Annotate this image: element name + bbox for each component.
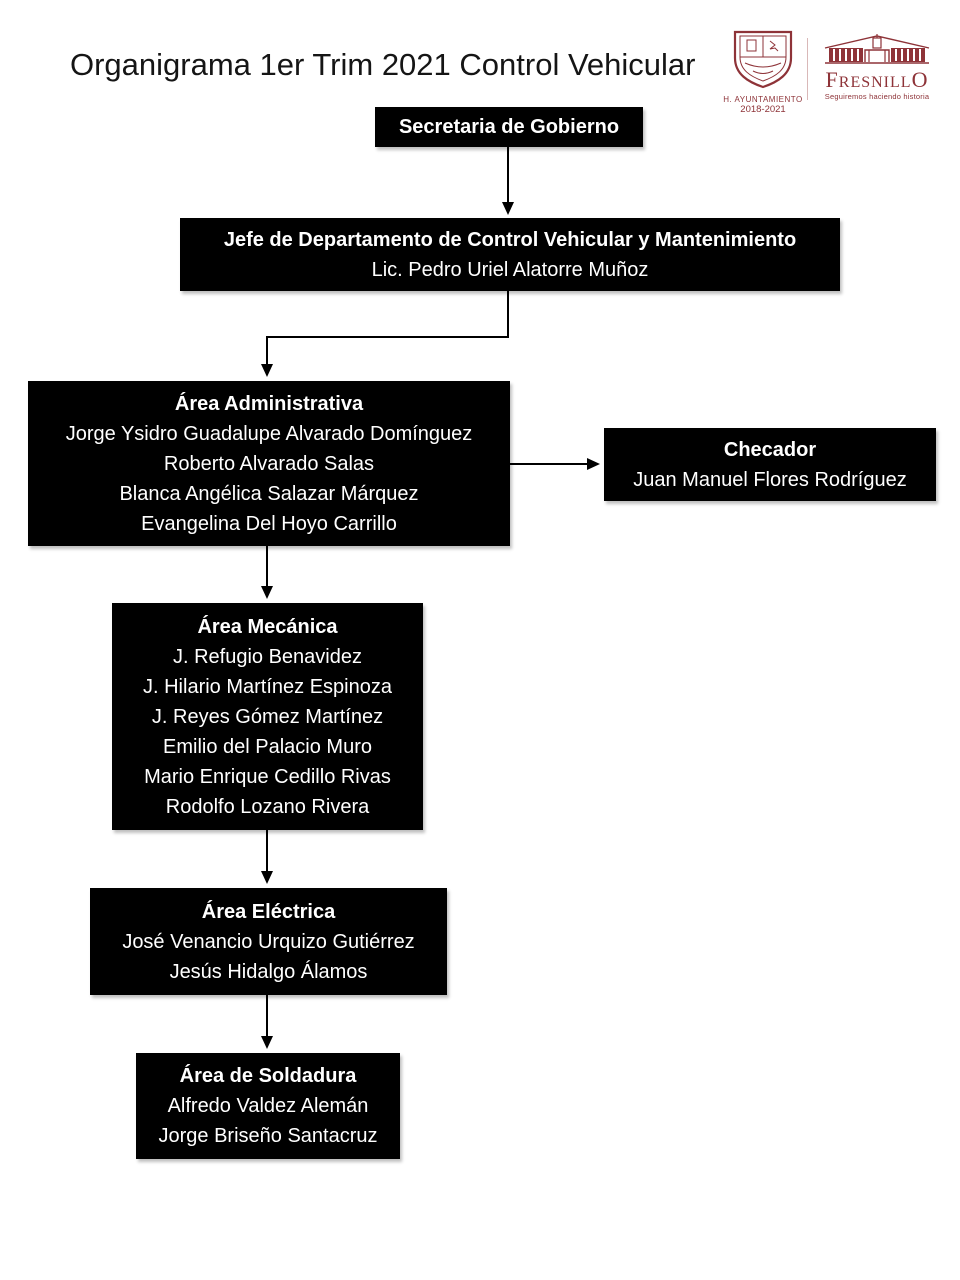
- org-node-jefe: Jefe de Departamento de Control Vehicula…: [180, 218, 840, 291]
- node-members: Juan Manuel Flores Rodríguez: [604, 465, 936, 495]
- node-title: Checador: [723, 438, 817, 461]
- ayuntamiento-years: 2018-2021: [740, 104, 786, 115]
- member-name: Jorge Briseño Santacruz: [158, 1125, 378, 1147]
- org-node-administrativa: Área Administrativa Jorge Ysidro Guadalu…: [28, 381, 510, 546]
- node-members: J. Refugio Benavidez J. Hilario Martínez …: [112, 642, 423, 822]
- node-title: Área de Soldadura: [179, 1065, 357, 1087]
- member-name: José Venancio Urquizo Gutiérrez: [122, 930, 415, 953]
- node-title: Secretaria de Gobierno: [398, 116, 620, 138]
- page-title: Organigrama 1er Trim 2021 Control Vehicu…: [70, 47, 696, 82]
- fresnillo-tagline: Seguiremos haciendo historia: [824, 92, 930, 101]
- member-name: Lic. Pedro Uriel Alatorre Muñoz: [371, 258, 649, 281]
- member-name: Alfredo Valdez Alemán: [167, 1095, 369, 1117]
- org-node-mecanica: Área Mecánica J. Refugio Benavidez J. Hil…: [112, 603, 423, 830]
- org-node-electrica: Área Eléctrica José Venancio Urquizo Gut…: [90, 888, 447, 995]
- fresnillo-building-icon: [821, 34, 933, 70]
- node-title: Área Mecánica: [197, 615, 338, 638]
- node-title: Área Administrativa: [174, 392, 364, 415]
- member-name: Blanca Angélica Salazar Márquez: [119, 482, 419, 505]
- member-name: Rodolfo Lozano Rivera: [165, 795, 370, 818]
- member-name: Jesús Hidalgo Álamos: [169, 960, 368, 983]
- logo-divider: [807, 38, 808, 100]
- node-title: Área Eléctrica: [201, 900, 336, 923]
- ayuntamiento-crest-icon: [727, 30, 799, 93]
- member-name: Jorge Ysidro Guadalupe Alvarado Domíngue…: [65, 422, 473, 445]
- org-node-checador: Checador Juan Manuel Flores Rodríguez: [604, 428, 936, 501]
- member-name: Evangelina Del Hoyo Carrillo: [141, 512, 397, 535]
- node-members: Jorge Ysidro Guadalupe Alvarado Domíngue…: [28, 419, 510, 539]
- member-name: Mario Enrique Cedillo Rivas: [144, 765, 391, 788]
- member-name: Emilio del Palacio Muro: [163, 735, 372, 758]
- member-name: Roberto Alvarado Salas: [163, 452, 375, 475]
- fresnillo-logo: FRESNILLO Seguiremos haciendo historia: [815, 34, 939, 101]
- ayuntamiento-logo: H. AYUNTAMIENTO 2018-2021: [720, 29, 806, 115]
- member-name: J. Reyes Gómez Martínez: [151, 705, 384, 728]
- ayuntamiento-caption: H. AYUNTAMIENTO: [723, 95, 803, 104]
- node-title: Jefe de Departamento de Control Vehicula…: [223, 228, 797, 251]
- org-node-secretaria: Secretaria de Gobierno: [375, 107, 643, 147]
- node-members: Lic. Pedro Uriel Alatorre Muñoz: [180, 255, 840, 285]
- fresnillo-wordmark: FRESNILLO: [825, 67, 929, 92]
- member-name: Juan Manuel Flores Rodríguez: [633, 468, 907, 491]
- connector-jefe-administrativa: [261, 291, 509, 377]
- member-name: J. Refugio Benavidez: [172, 645, 362, 668]
- member-name: J. Hilario Martínez Espinoza: [143, 675, 392, 698]
